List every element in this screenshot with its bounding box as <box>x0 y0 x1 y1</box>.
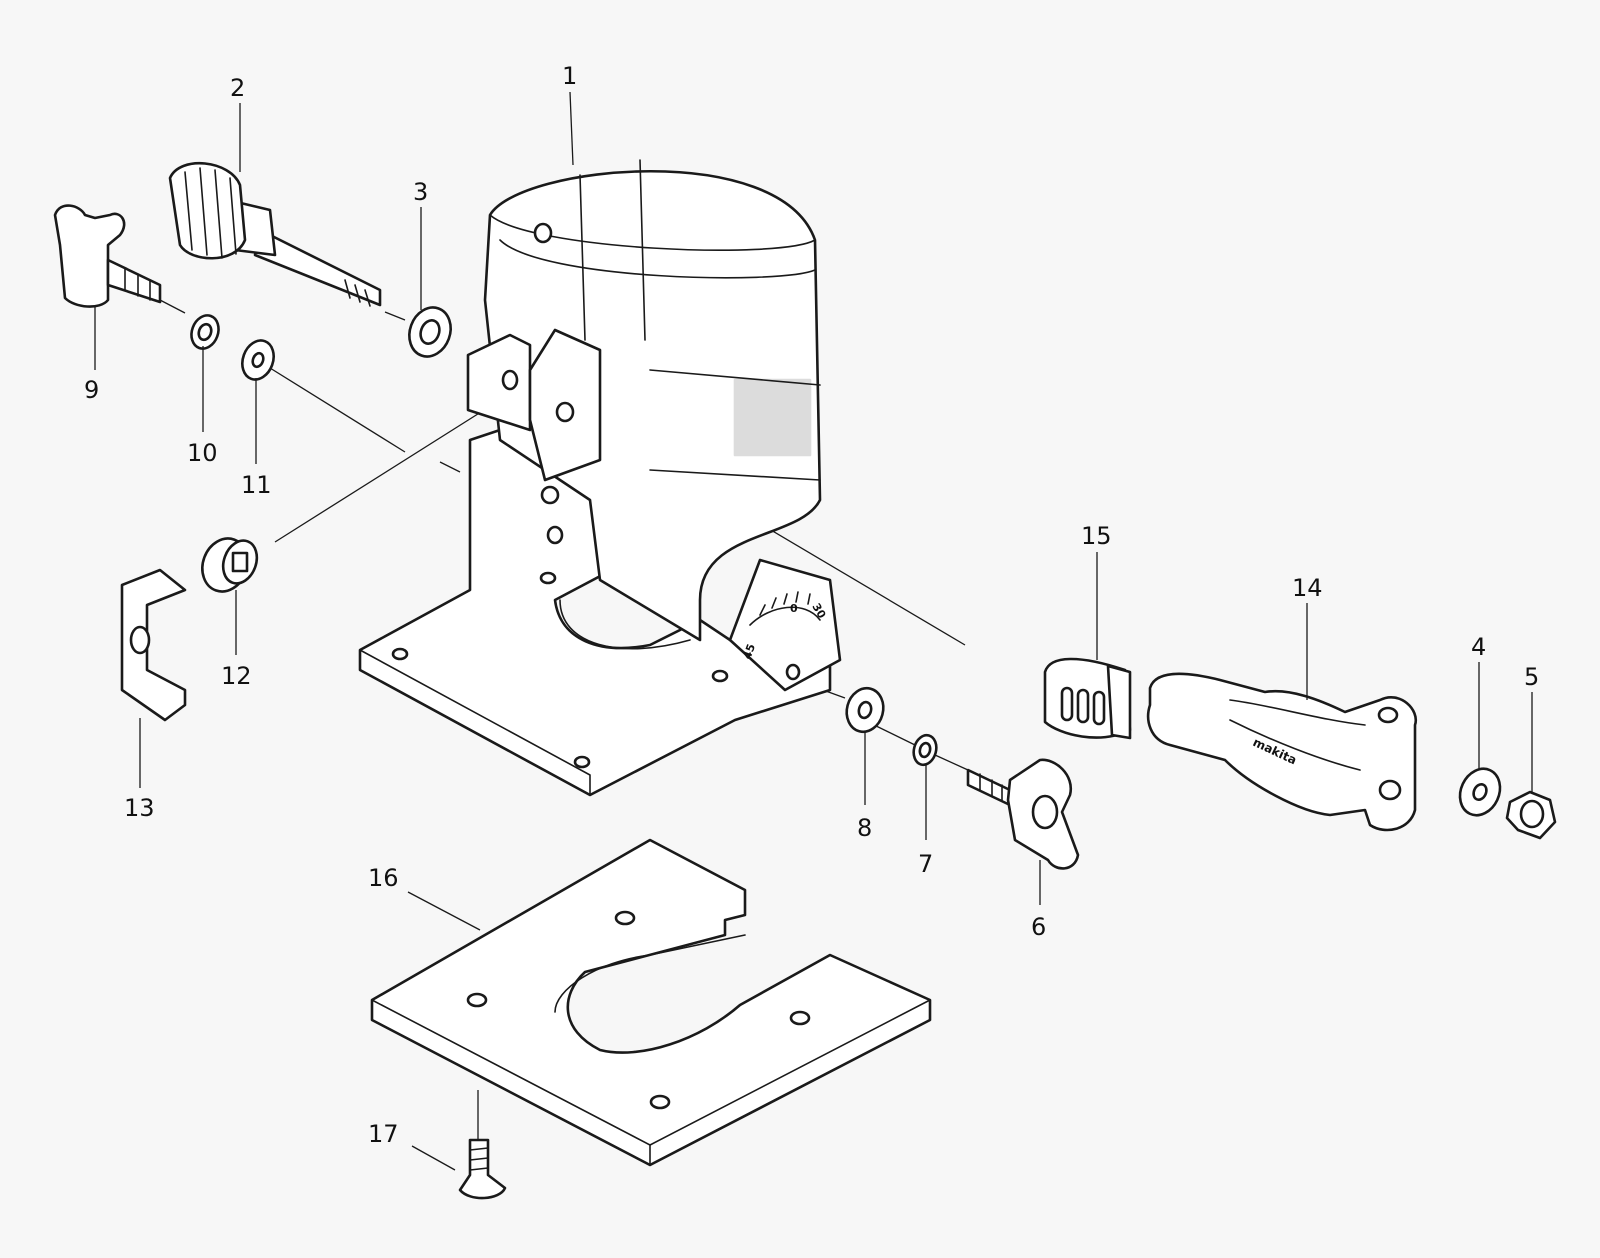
callout-number: 4 <box>1471 633 1486 661</box>
callout-15: 15 <box>1081 522 1112 660</box>
callout-number: 12 <box>221 662 252 690</box>
callout-number: 1 <box>562 62 577 90</box>
callout-number: 5 <box>1524 663 1539 691</box>
part-7-spring-washer <box>912 733 938 767</box>
angle-scale-label-0: 0 <box>790 602 798 615</box>
callout-10: 10 <box>187 346 218 467</box>
callout-17: 17 <box>368 1090 479 1171</box>
callout-16: 16 <box>368 864 481 931</box>
part-17-countersunk-screw <box>458 1138 507 1200</box>
callout-number: 9 <box>84 376 99 404</box>
angle-scale-label-45: 45 <box>741 642 758 661</box>
part-13-bracket-clip <box>120 568 187 722</box>
part-14-lever: makita <box>1146 672 1418 832</box>
part-15-pad-cap <box>1043 657 1132 740</box>
callout-number: 11 <box>241 471 272 499</box>
part-8-washer <box>845 686 885 734</box>
part-1-trimmer-base-housing: 45 0 30 <box>358 159 842 797</box>
part-2-knob-bolt <box>168 161 382 307</box>
part-6-wing-bolt <box>966 758 1080 870</box>
callout-number: 15 <box>1081 522 1112 550</box>
part-12-nut <box>201 537 259 593</box>
callout-7: 7 <box>918 765 933 878</box>
part-16-sub-base-plate <box>370 838 932 1167</box>
callout-1: 1 <box>562 62 577 166</box>
callout-number: 6 <box>1031 913 1046 941</box>
callout-8: 8 <box>857 732 872 842</box>
callout-number: 16 <box>368 864 399 892</box>
part-10-spring-washer <box>190 314 220 350</box>
part-11-flat-washer <box>241 339 275 381</box>
callout-number: 3 <box>413 178 428 206</box>
callout-number: 14 <box>1292 574 1323 602</box>
callout-2: 2 <box>230 74 245 172</box>
callout-5: 5 <box>1524 663 1539 794</box>
callout-number: 7 <box>918 850 933 878</box>
part-5-hex-nut <box>1505 790 1557 840</box>
part-9-wing-bolt <box>53 204 162 308</box>
callout-number: 10 <box>187 439 218 467</box>
callout-number: 8 <box>857 814 872 842</box>
callout-3: 3 <box>413 178 428 310</box>
callout-14: 14 <box>1292 574 1323 700</box>
callout-number: 13 <box>124 794 155 822</box>
callout-9: 9 <box>84 306 99 404</box>
callout-4: 4 <box>1471 633 1486 770</box>
callout-11: 11 <box>241 378 272 499</box>
callout-number: 17 <box>368 1120 399 1148</box>
callout-12: 12 <box>221 590 252 690</box>
callout-number: 2 <box>230 74 245 102</box>
callout-6: 6 <box>1031 860 1046 941</box>
part-4-washer <box>1458 767 1502 817</box>
callout-13: 13 <box>124 718 155 822</box>
part-3-washer <box>408 306 452 358</box>
